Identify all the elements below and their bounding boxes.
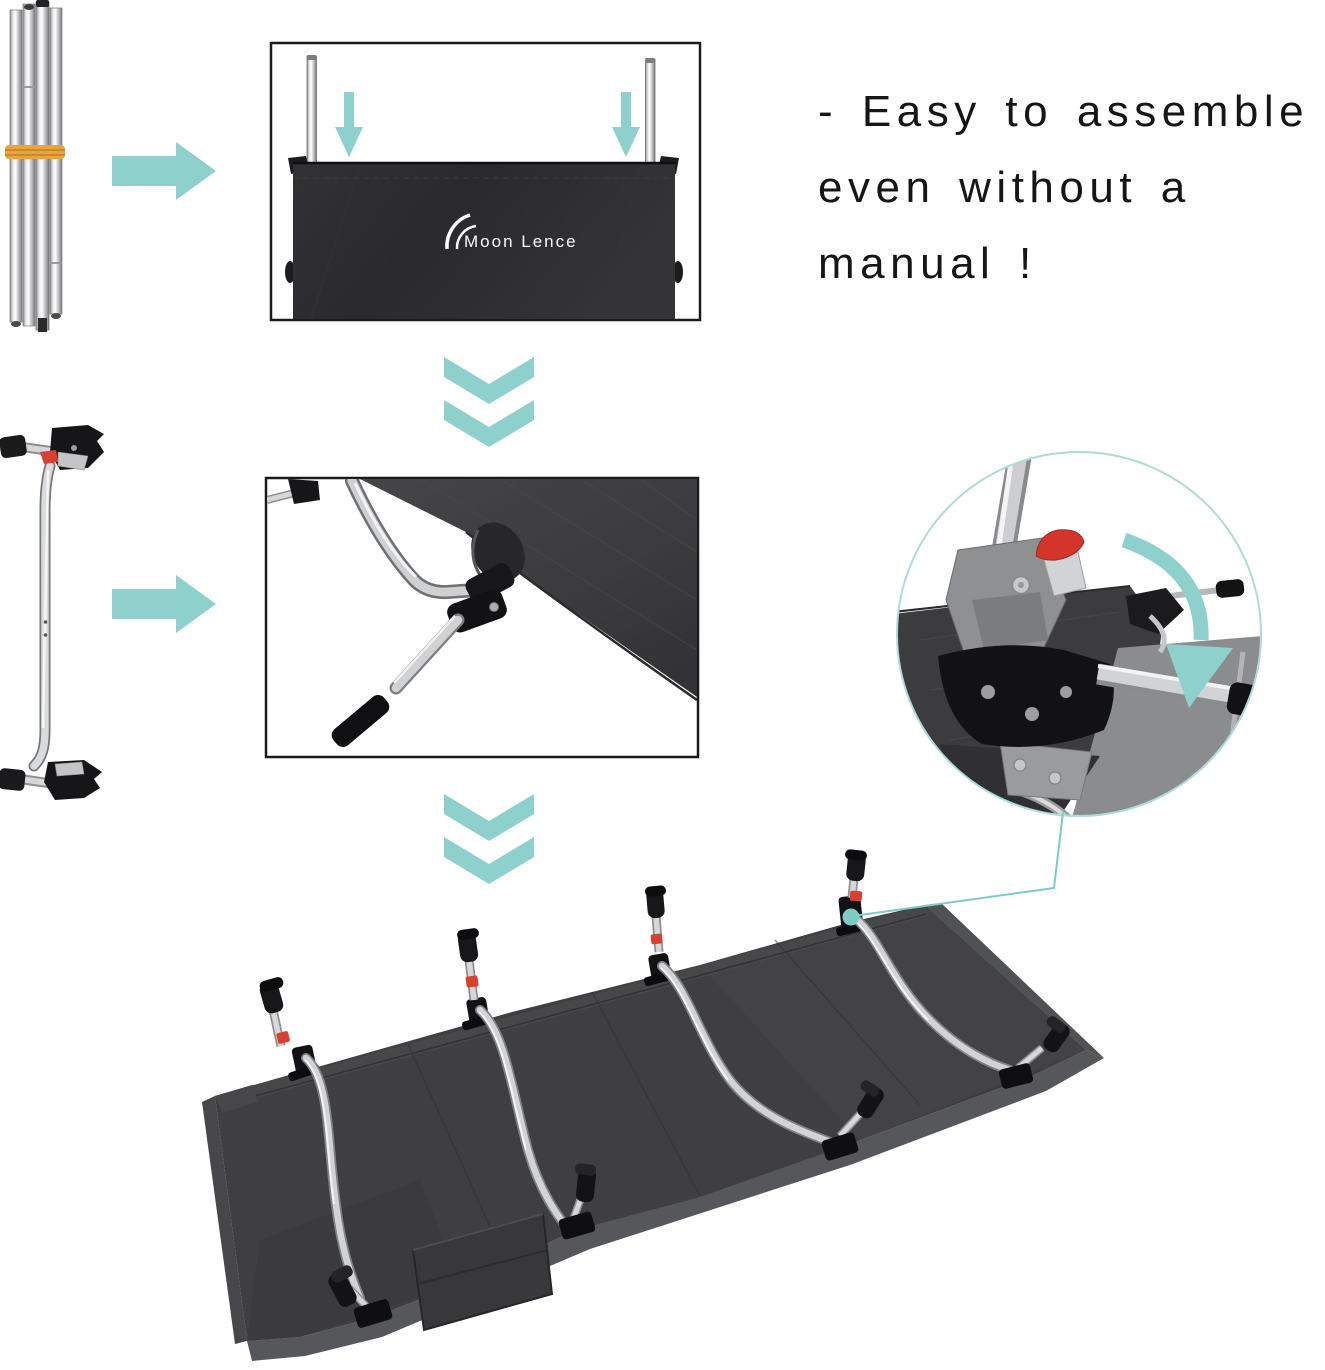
callout-line bbox=[852, 811, 1064, 917]
headline-line-3: manual ! bbox=[818, 239, 1037, 288]
leg-tube bbox=[389, 613, 465, 695]
cot-underside-fabric bbox=[360, 479, 697, 697]
brand-logo: Moon Lence bbox=[445, 213, 578, 251]
cot-leg-2 bbox=[457, 928, 597, 1240]
lock-lever-red bbox=[40, 450, 58, 464]
folded-poles-bundle bbox=[5, 0, 65, 332]
callout bbox=[842, 811, 1064, 926]
fabric-end-panel bbox=[285, 156, 683, 319]
flow-double-chevron-down-icon bbox=[444, 357, 534, 447]
side-rail bbox=[345, 479, 497, 600]
insert-arrow-down-icon bbox=[612, 92, 640, 157]
end-pole-right bbox=[645, 58, 656, 168]
headline-line-1: - Easy to assemble bbox=[818, 87, 1310, 136]
headline-line-2: even without a bbox=[818, 163, 1191, 212]
step2-arrow-right-icon bbox=[112, 575, 216, 633]
assembly-step1-photo-frame: Moon Lence bbox=[269, 41, 702, 322]
rotate-arrow-down-icon bbox=[1121, 532, 1233, 708]
headline: - Easy to assemble even without a manual… bbox=[818, 74, 1325, 302]
rubber-foot bbox=[321, 695, 390, 753]
insert-arrow-down-icon bbox=[335, 92, 363, 157]
leg-bar-assembly bbox=[0, 425, 104, 800]
cot-leg-3 bbox=[644, 885, 884, 1161]
red-lock-lever bbox=[1035, 529, 1085, 561]
storage-pocket bbox=[411, 1212, 554, 1332]
callout-dot bbox=[842, 908, 860, 926]
lock-mechanism-detail-circle bbox=[896, 451, 1262, 817]
end-pole-left bbox=[306, 55, 317, 168]
step1-arrow-right-icon bbox=[112, 142, 216, 200]
assembly-step2-photo-frame bbox=[264, 476, 700, 759]
cot-leg-1 bbox=[259, 977, 393, 1328]
strap-band bbox=[5, 145, 65, 159]
assembled-cot-upside-down bbox=[202, 849, 1104, 1361]
flow-double-chevron-down-icon bbox=[444, 794, 534, 884]
brand-logo-text: Moon Lence bbox=[464, 232, 578, 251]
